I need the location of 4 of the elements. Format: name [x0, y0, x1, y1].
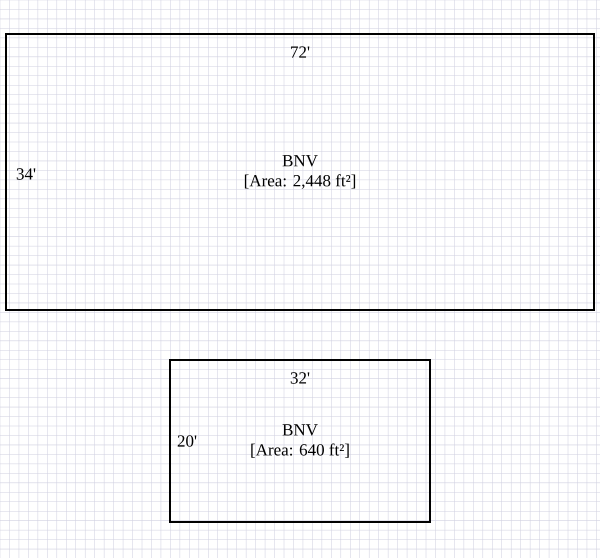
dimension-label: 20' — [178, 435, 196, 447]
dimension-label: 72' — [291, 46, 310, 58]
dimension-label: 34' — [16, 168, 36, 180]
dimension-label: 32' — [290, 372, 310, 384]
